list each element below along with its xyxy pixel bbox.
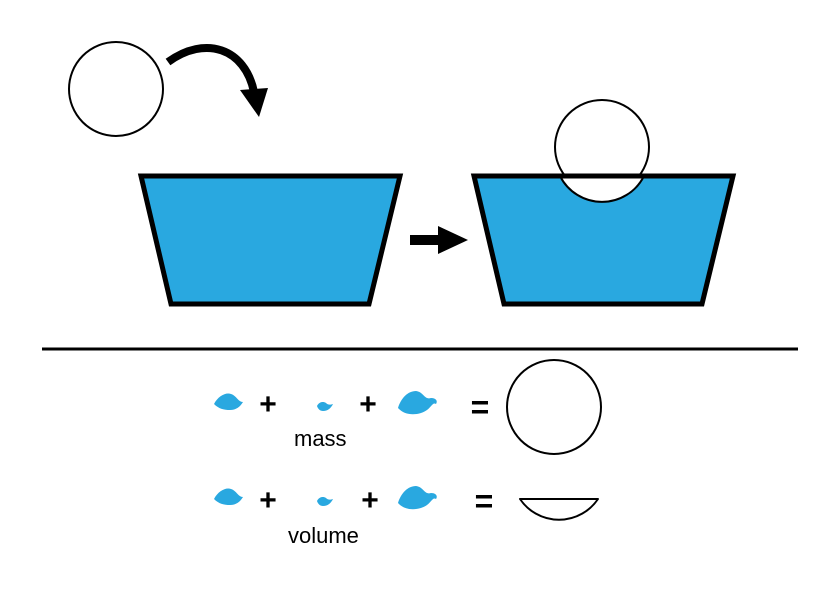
volume-label: volume <box>288 523 359 548</box>
right-arrow-icon <box>410 226 468 254</box>
ball-icon <box>506 359 602 455</box>
mass-equation: + + = <box>214 359 602 455</box>
water-drop-icon <box>317 402 333 411</box>
water-drop-icon <box>398 486 437 510</box>
volume-equation: + + = <box>214 483 599 521</box>
ball-icon <box>68 41 164 137</box>
equals-sign: = <box>471 389 490 425</box>
plus-sign: + <box>361 484 379 517</box>
plus-sign: + <box>259 388 277 421</box>
mass-label: mass <box>294 426 347 451</box>
water-drop-icon <box>214 488 243 505</box>
water-drop-icon <box>214 393 243 410</box>
left-tub <box>137 173 404 307</box>
equals-sign: = <box>475 483 494 519</box>
curved-drop-arrow-icon <box>165 44 268 117</box>
plus-sign: + <box>359 388 377 421</box>
submerged-cap-icon <box>519 498 599 521</box>
water-drop-icon <box>317 497 333 506</box>
floating-ball-icon <box>554 99 650 203</box>
plus-sign: + <box>259 484 277 517</box>
right-tub <box>470 173 737 307</box>
water-drop-icon <box>398 391 437 415</box>
